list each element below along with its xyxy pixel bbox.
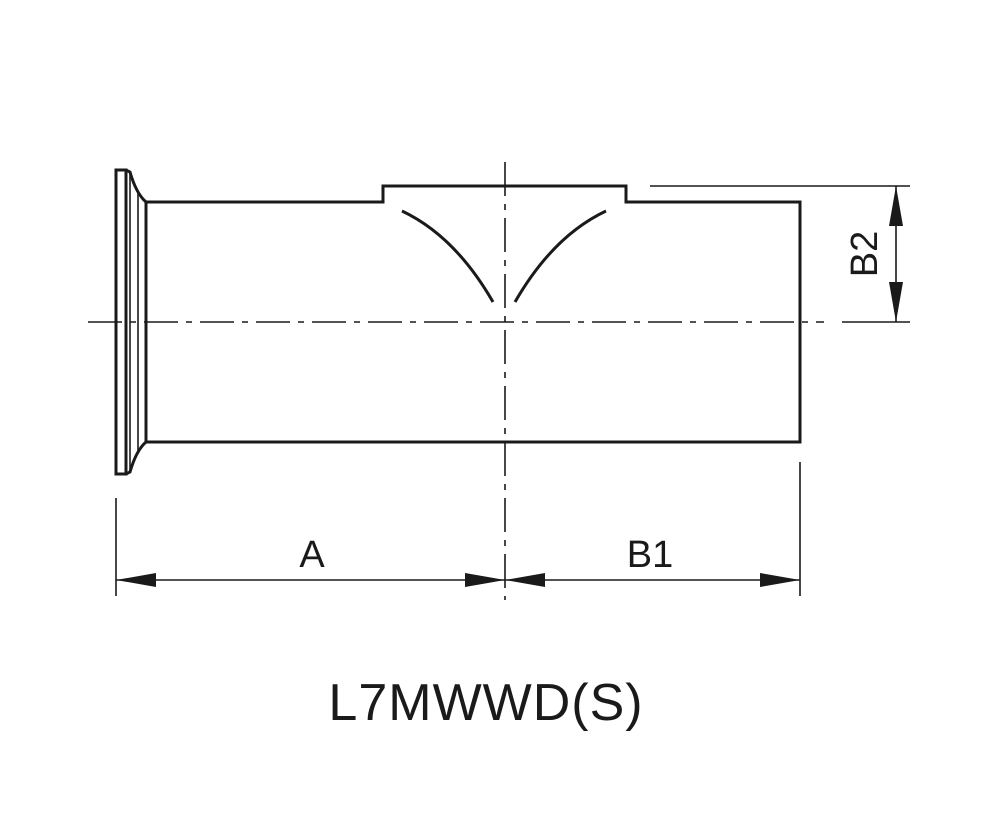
dimension-b1: B1 — [505, 534, 800, 587]
arrow-head — [889, 282, 903, 322]
arrow-head — [116, 573, 156, 587]
dimension-b2: B2 — [844, 186, 903, 322]
arrow-head — [505, 573, 545, 587]
center-lines — [88, 162, 824, 600]
dimension-b2-label: B2 — [844, 231, 886, 277]
tube-body — [146, 184, 802, 444]
dimension-a-label: A — [299, 534, 325, 576]
branch-intersection-curves — [401, 209, 607, 303]
model-title: L7MWWD(S) — [328, 674, 643, 732]
dimension-a: A — [116, 534, 505, 587]
arrow-head — [760, 573, 800, 587]
arrow-head — [465, 573, 505, 587]
dimension-b1-label: B1 — [627, 534, 673, 576]
extension-lines — [115, 185, 910, 596]
arrow-head — [889, 186, 903, 226]
